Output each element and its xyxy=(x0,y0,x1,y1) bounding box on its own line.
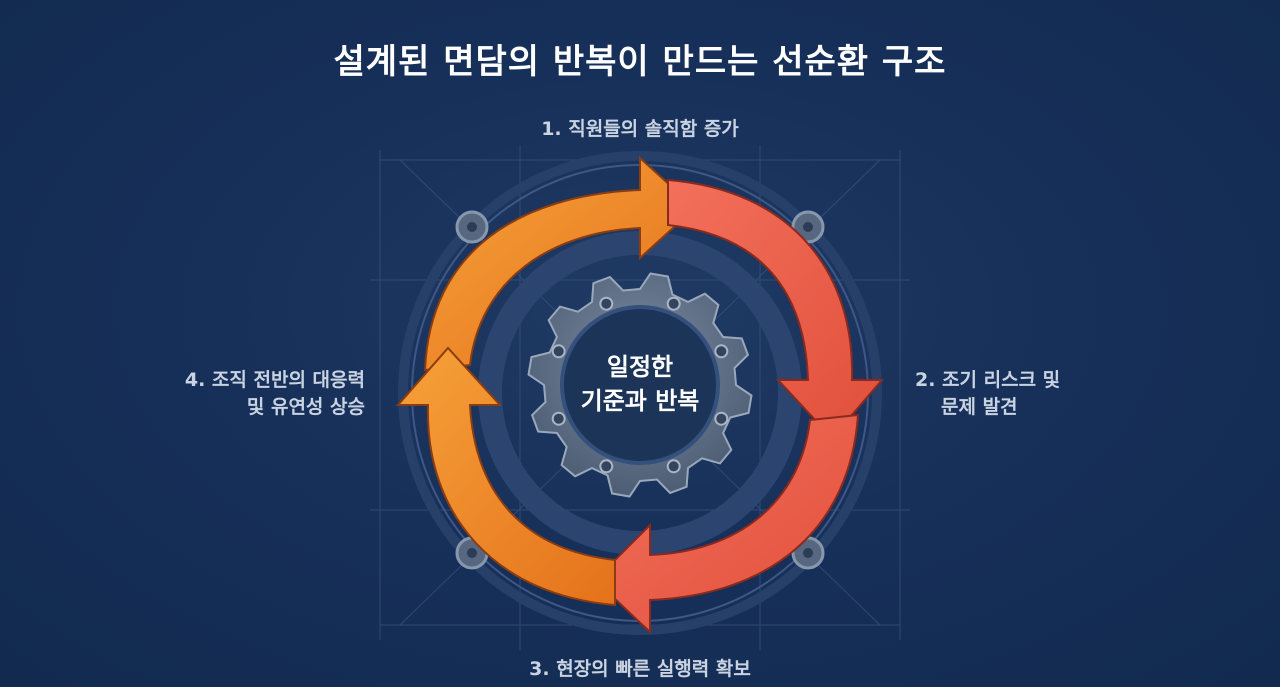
gear-bolt xyxy=(714,344,729,359)
arrow-right-red xyxy=(667,178,885,440)
step-3-label: 3. 현장의 빠른 실행력 확보 xyxy=(0,656,1280,683)
step-2-line1: 2. 조기 리스크 및 xyxy=(915,369,1061,391)
gear-bolt xyxy=(666,459,681,474)
center-label-line2: 기준과 반복 xyxy=(580,387,700,415)
step-2-line2: 문제 발견 xyxy=(941,396,1018,418)
page-title: 설계된 면담의 반복이 만드는 선순환 구조 xyxy=(333,42,947,82)
cycle-arrows xyxy=(395,155,885,635)
step-1-line1: 1. 직원들의 솔직함 증가 xyxy=(541,118,739,140)
gear-bolt xyxy=(599,459,614,474)
step-1-label: 1. 직원들의 솔직함 증가 xyxy=(0,116,1280,143)
step-4-line1: 4. 조직 전반의 대응력 xyxy=(184,369,365,391)
arrow-left-orange xyxy=(395,346,616,607)
gear-bolt xyxy=(551,411,566,426)
gear-bolt xyxy=(666,296,681,311)
gear-bolt xyxy=(551,344,566,359)
step-2-label: 2. 조기 리스크 및 문제 발견 xyxy=(915,367,1060,421)
center-label-line1: 일정한 xyxy=(606,353,674,381)
step-4-label: 4. 조직 전반의 대응력 및 유연성 상승 xyxy=(185,367,365,421)
arrow-bottom-red xyxy=(593,413,860,635)
gear-bolt xyxy=(714,411,729,426)
gear-bolt xyxy=(599,296,614,311)
step-3-line1: 3. 현장의 빠른 실행력 확보 xyxy=(529,658,751,680)
outer-ring xyxy=(398,151,882,635)
center-label: 일정한 기준과 반복 xyxy=(540,350,740,418)
step-4-line2: 및 유연성 상승 xyxy=(246,396,365,418)
